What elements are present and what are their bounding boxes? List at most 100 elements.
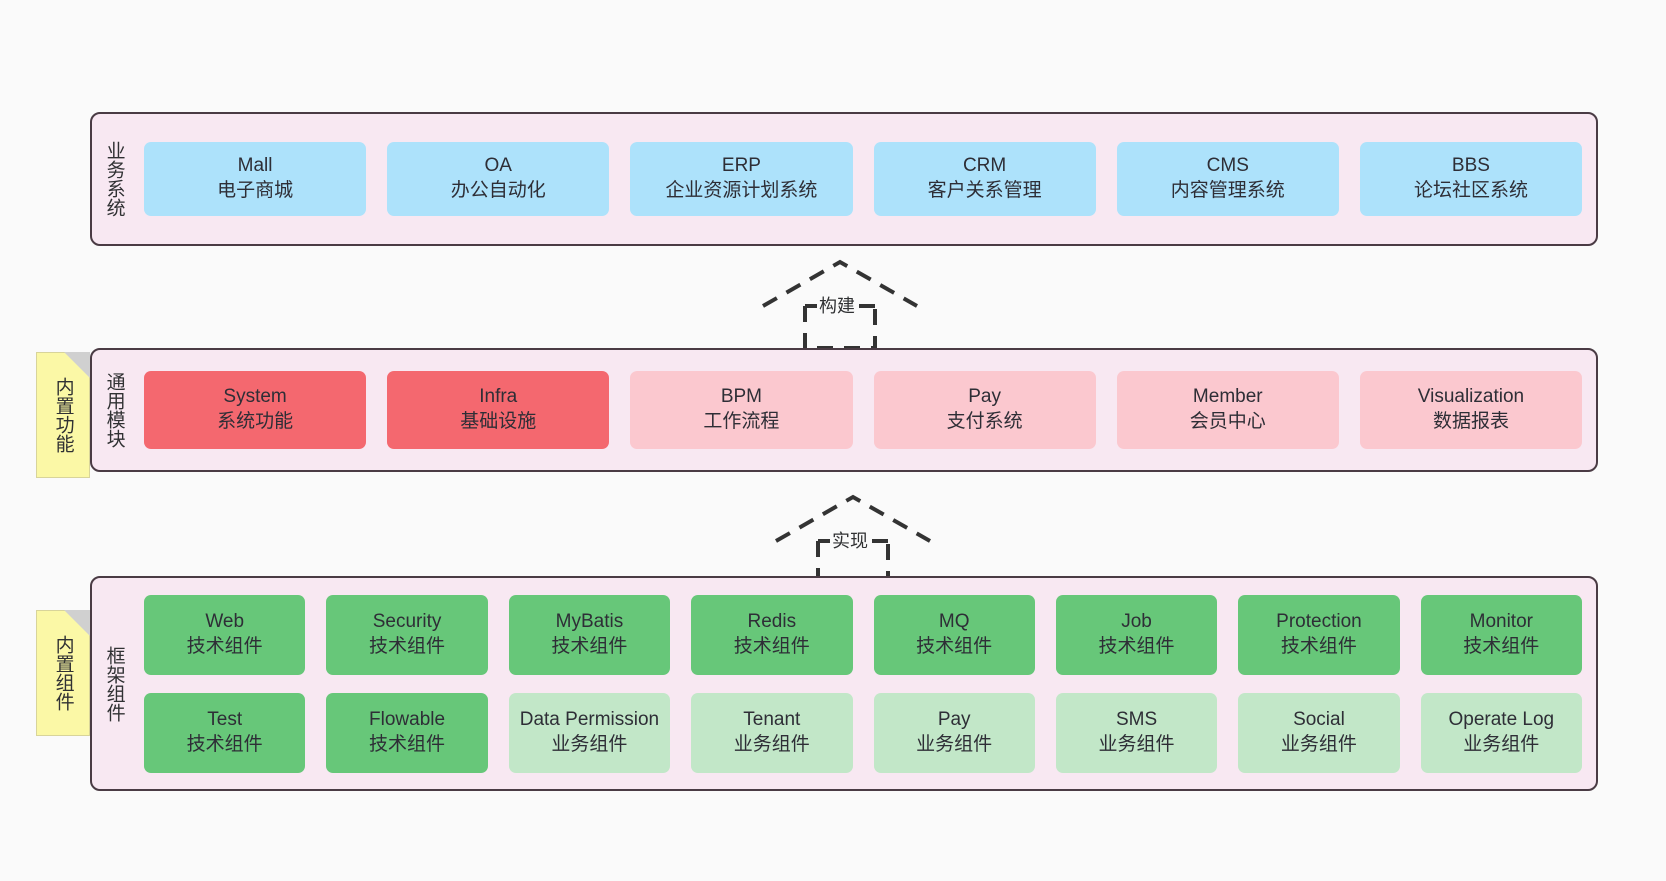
module-name: CMS — [1206, 155, 1249, 177]
module-name: System — [223, 386, 287, 408]
module-card-bbs[interactable]: BBS 论坛社区系统 — [1359, 142, 1583, 216]
module-card-mybatis[interactable]: MyBatis 技术组件 — [508, 594, 671, 675]
module-desc: 业务组件 — [1280, 733, 1357, 755]
module-name: CRM — [962, 155, 1007, 177]
module-card-redis[interactable]: Redis 技术组件 — [691, 594, 853, 675]
module-card-oa[interactable]: OA 办公自动化 — [387, 142, 610, 216]
module-name: Flowable — [369, 708, 446, 730]
module-name: OA — [484, 155, 512, 177]
layer-title-common-modules: 通用模块 — [103, 372, 125, 448]
module-desc: 业务组件 — [733, 733, 810, 755]
module-name: Redis — [747, 610, 797, 632]
note-builtin-function: 内置功能 — [36, 352, 90, 478]
layer-body-framework-components: Web 技术组件 Security 技术组件 MyBatis 技术组件 Redi… — [136, 578, 1596, 789]
module-card-bpm[interactable]: BPM 工作流程 — [630, 371, 853, 449]
module-name: MyBatis — [555, 610, 624, 632]
module-card-protection[interactable]: Protection 技术组件 — [1238, 594, 1400, 675]
module-card-flowable[interactable]: Flowable 技术组件 — [326, 692, 488, 773]
module-desc: 技术组件 — [186, 635, 263, 657]
module-desc: 基础设施 — [460, 411, 537, 432]
module-card-member[interactable]: Member 会员中心 — [1116, 371, 1339, 449]
module-desc: 技术组件 — [1280, 635, 1357, 657]
note-text: 内置组件 — [52, 635, 74, 711]
module-card-data-permission[interactable]: Data Permission 业务组件 — [508, 692, 671, 773]
module-name: Pay — [937, 708, 971, 730]
module-card-system[interactable]: System 系统功能 — [144, 371, 367, 449]
layer-row: Test 技术组件 Flowable 技术组件 Data Permission … — [144, 692, 1582, 773]
arrow-label-implement: 实现 — [830, 527, 870, 553]
module-desc: 办公自动化 — [450, 180, 546, 201]
layer-title-framework-components: 框架组件 — [103, 645, 125, 722]
module-card-erp[interactable]: ERP 企业资源计划系统 — [630, 142, 853, 216]
module-card-crm[interactable]: CRM 客户关系管理 — [873, 142, 1096, 216]
module-desc: 技术组件 — [369, 635, 446, 657]
layer-body-business-systems: Mall 电子商城 OA 办公自动化 ERP 企业资源计划系统 CRM 客户关系… — [136, 114, 1596, 244]
module-name: Member — [1192, 386, 1263, 408]
module-card-operate-log[interactable]: Operate Log 业务组件 — [1420, 692, 1582, 773]
module-name: Pay — [968, 386, 1001, 408]
module-card-tenant[interactable]: Tenant 业务组件 — [691, 692, 853, 773]
module-desc: 数据报表 — [1432, 411, 1509, 432]
note-builtin-component: 内置组件 — [36, 610, 90, 736]
module-card-test[interactable]: Test 技术组件 — [144, 692, 306, 773]
module-name: Operate Log — [1448, 708, 1555, 730]
layer-row: System 系统功能 Infra 基础设施 BPM 工作流程 Pay 支付系统… — [144, 371, 1583, 449]
module-name: Data Permission — [519, 708, 660, 730]
layer-row: Web 技术组件 Security 技术组件 MyBatis 技术组件 Redi… — [144, 594, 1582, 675]
module-desc: 客户关系管理 — [927, 180, 1042, 201]
module-name: BBS — [1451, 155, 1490, 177]
module-name: Tenant — [743, 708, 801, 730]
module-card-mall[interactable]: Mall 电子商城 — [144, 142, 367, 216]
module-desc: 业务组件 — [1098, 733, 1175, 755]
module-name: Monitor — [1469, 610, 1533, 632]
module-card-job[interactable]: Job 技术组件 — [1055, 594, 1218, 675]
module-card-visualization[interactable]: Visualization 数据报表 — [1359, 371, 1583, 449]
module-desc: 技术组件 — [733, 635, 810, 657]
module-desc: 技术组件 — [1463, 635, 1540, 657]
generalization-arrow-implement: 实现 — [768, 491, 938, 586]
module-name: Mall — [237, 155, 273, 177]
module-name: Infra — [479, 386, 518, 408]
module-name: Social — [1293, 708, 1345, 730]
module-card-sms[interactable]: SMS 业务组件 — [1055, 692, 1218, 773]
module-desc: 内容管理系统 — [1170, 180, 1285, 201]
module-desc: 企业资源计划系统 — [665, 180, 818, 201]
module-card-web[interactable]: Web 技术组件 — [144, 594, 306, 675]
module-card-infra[interactable]: Infra 基础设施 — [387, 371, 610, 449]
module-card-pay-business[interactable]: Pay 业务组件 — [873, 692, 1035, 773]
module-name: Web — [205, 610, 245, 632]
layer-title-business-systems: 业务系统 — [103, 141, 125, 217]
module-desc: 支付系统 — [946, 411, 1023, 432]
module-desc: 电子商城 — [217, 180, 294, 201]
module-desc: 论坛社区系统 — [1413, 180, 1528, 201]
module-desc: 工作流程 — [703, 411, 780, 432]
note-text: 内置功能 — [52, 377, 74, 453]
module-desc: 系统功能 — [217, 411, 294, 432]
module-card-monitor[interactable]: Monitor 技术组件 — [1420, 594, 1582, 675]
module-desc: 技术组件 — [369, 733, 446, 755]
module-desc: 业务组件 — [916, 733, 993, 755]
module-desc: 会员中心 — [1189, 411, 1266, 432]
layer-body-common-modules: System 系统功能 Infra 基础设施 BPM 工作流程 Pay 支付系统… — [136, 350, 1596, 470]
module-card-cms[interactable]: CMS 内容管理系统 — [1116, 142, 1339, 216]
module-desc: 业务组件 — [1463, 733, 1540, 755]
module-card-mq[interactable]: MQ 技术组件 — [873, 594, 1035, 675]
module-desc: 技术组件 — [186, 733, 263, 755]
generalization-arrow-build: 构建 — [755, 256, 925, 351]
module-name: SMS — [1115, 708, 1158, 730]
module-desc: 技术组件 — [916, 635, 993, 657]
layer-row: Mall 电子商城 OA 办公自动化 ERP 企业资源计划系统 CRM 客户关系… — [144, 142, 1583, 216]
layer-business-systems: 业务系统 Mall 电子商城 OA 办公自动化 ERP 企业资源计划系统 CRM… — [90, 112, 1598, 246]
module-card-pay[interactable]: Pay 支付系统 — [873, 371, 1096, 449]
module-card-social[interactable]: Social 业务组件 — [1238, 692, 1400, 773]
module-name: Visualization — [1417, 386, 1525, 408]
module-name: Test — [207, 708, 243, 730]
module-card-security[interactable]: Security 技术组件 — [326, 594, 488, 675]
module-name: ERP — [721, 155, 761, 177]
layer-framework-components: 框架组件 Web 技术组件 Security 技术组件 MyBatis 技术组件… — [90, 576, 1598, 791]
module-name: MQ — [938, 610, 970, 632]
arrow-label-build: 构建 — [817, 292, 857, 318]
module-desc: 业务组件 — [551, 733, 628, 755]
layer-common-modules: 通用模块 System 系统功能 Infra 基础设施 BPM 工作流程 Pay… — [90, 348, 1598, 472]
module-name: Protection — [1276, 610, 1362, 632]
